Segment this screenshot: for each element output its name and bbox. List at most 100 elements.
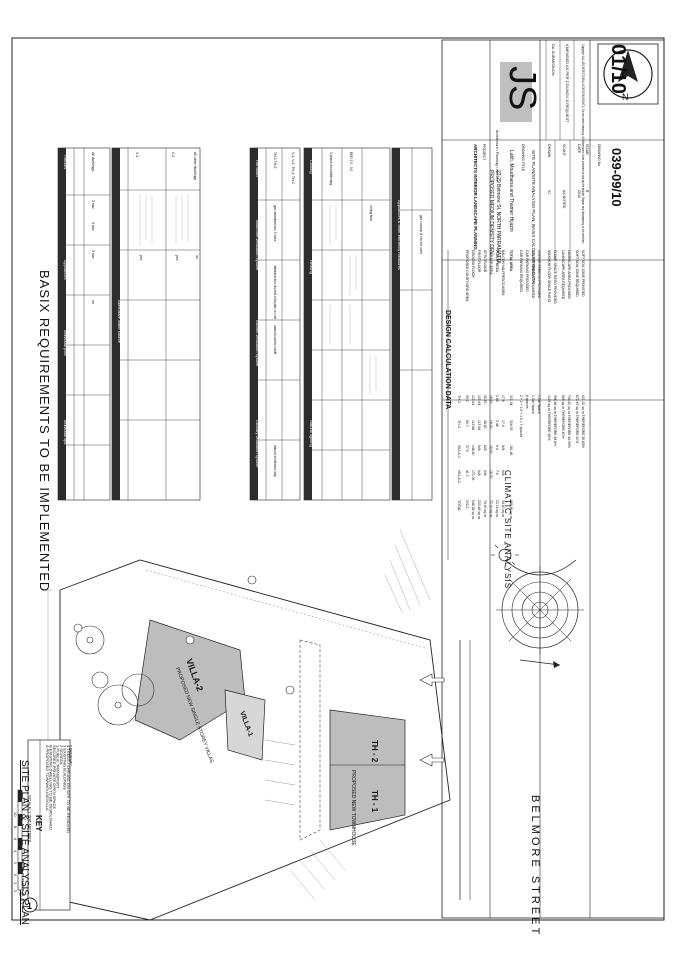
cell-alt-yes-2: yes [175, 255, 179, 261]
scale-tick-1: 1 [13, 882, 18, 885]
ratio-2-label: LANDSCAPE AREA REQUIRED [561, 250, 565, 300]
dd-row-6-v2: N/A [501, 445, 505, 451]
dd-row-2-v4: 233.48 sq.m. [477, 500, 481, 520]
meta-issue-label: ISSUE [585, 144, 589, 155]
dd-row-1-label: GROUND FLOOR [471, 250, 475, 278]
dd-row-3-v1: 38.80 [483, 420, 487, 429]
ratio-4-value: 673.47 sq.m THEREFORE 30% [575, 395, 579, 443]
project-name: PROPOSED MEDIUM DENSITY DEV. [488, 170, 494, 256]
ratio-3-label: LANDSCAPE AREA PROVIDED [567, 250, 571, 300]
cell-shower: 3 star [91, 200, 95, 210]
alt-water-title: Alternative water source [117, 300, 122, 344]
meta-date-value: 2010 [577, 190, 581, 198]
cell-alt-yes-1: yes [139, 255, 143, 261]
cell-pool: no [91, 300, 95, 304]
drawing-title-label: DRAWING TITLE [521, 144, 525, 172]
kitchen-vent-title: Kitchen ventilation system [255, 320, 260, 367]
row-v1: V-1 [135, 152, 139, 157]
key-item-7: 5 DRIVEWAY [69, 745, 73, 766]
dd-row-5-v3: 7.6 [495, 470, 499, 475]
pool-title: Individual pool [63, 330, 68, 356]
col-th1: TH-1 [457, 395, 461, 403]
dd-row-3-label: ATTIC FLOOR [483, 250, 487, 273]
meta-scale-label: SCALE [562, 144, 566, 156]
pk-0-label: CAR PARKING REQUIRED [519, 250, 523, 292]
firm-small: Architecture • Planning • Interiors [495, 130, 499, 182]
ratio-1-value: 998.86 sq.m THEREFORE 44.8% [553, 395, 557, 446]
firm-name: ARCHITECTS INTERIOR LANDSCAPE PLANNING [473, 144, 478, 250]
dd-row-4-v0: 18.00 [489, 395, 493, 404]
key-item-2: SECURED PRIVATE OPEN SPACE [52, 745, 57, 809]
dd-row-7-label: TOTAL AREA [509, 250, 513, 272]
cell-eer: EER 2.5 - 3.0 [349, 152, 353, 171]
spa-title: Individual spa [63, 420, 68, 445]
client-name: Latifi, Moudhana and Thamer Hijazin [508, 150, 514, 232]
dd-row-6-v0: 17.4 [501, 395, 505, 402]
ratio-0-value: 1025 sq.m THEREFORE 46% [547, 395, 551, 440]
project-label: PROJECT [482, 144, 486, 161]
key-item-0: A PROPOSED TOWNHOUSE/VILLA [45, 745, 50, 811]
key-title: KEY [34, 815, 43, 832]
cell-cooktop: gas cooktop & electric oven [419, 215, 423, 254]
dd-row-4-v3: 18.00 [489, 470, 493, 479]
logo-letters: JS [501, 66, 543, 110]
dd-row-0-v3: 41.7 [465, 470, 469, 477]
dd-row-3-v2: N/A [483, 445, 487, 451]
bathroom-fan-title: Bathroom ventilation system [255, 220, 260, 271]
basix-tables: Fixtures Appliances Individual pool Indi… [57, 147, 433, 501]
sheet-number: 01/10 [607, 44, 629, 94]
cell-alt-no: no [195, 255, 199, 259]
dd-row-0-v2: 37.6 [465, 445, 469, 452]
revision-b: AMENDED AS PER COUNCIL'S REQUEST [565, 44, 570, 123]
firm-logo: JS Architecture • Planning • Interiors [495, 62, 543, 182]
key-item-5: 3 EXISTING BUILDINGS [63, 745, 68, 790]
cell-switch: manual switch on/off [273, 325, 277, 354]
plan-title: SITE PLAN & SITE ANALYSIS PLAN [19, 760, 30, 925]
dd-row-6-v3: N/A [501, 470, 505, 476]
drawing-title: SITE PLAN/SITE ANALYSIS PLAN, BASIX CALC… [531, 150, 536, 284]
dd-row-4-label: GARAGE AREA [489, 250, 493, 275]
dd-row-7-v4: 998.86 sq.m. [509, 500, 513, 520]
dd-row-0-v0: 59.2 [465, 395, 469, 402]
pk-1-value: 8 spaces [525, 395, 529, 409]
dd-row-6-label: BALCONY/ALFRESCO AREA [501, 250, 505, 296]
ratio-5-value: 621.31 sq.m THEREFORE 36.85% [581, 395, 585, 448]
scale-tick-2: 0 [13, 874, 18, 877]
dd-row-6-v4: 34.80 sq.m. [501, 500, 505, 518]
scale-tick-0: 2 [13, 890, 18, 893]
col-th2: TH-2 [457, 420, 461, 428]
meta-drawn-label: DRAWN [547, 144, 551, 158]
dd-row-5-v2: 9.4 [495, 445, 499, 450]
ratio-0-label: MAXIMUM FLOOR SPACE RATIO [547, 250, 551, 303]
pk-2-value: 1 Car Space [531, 395, 535, 414]
dd-row-6-v1: 17.4 [501, 420, 505, 427]
dd-row-4-v4: 72.00 sq.m. [489, 500, 493, 518]
cooling-title: Cooling [309, 160, 314, 174]
heating-title: Heating [309, 260, 314, 274]
scale-tick-4: 4 [13, 850, 18, 853]
dd-row-4-v1: 18.00 [489, 420, 493, 429]
svg-text:N: N [622, 92, 629, 102]
plan-title-block: 1 SITE PLAN & SITE ANALYSIS PLAN SCALE 1… [13, 760, 38, 925]
row-all-units: V-1, V-2, TH-1, TH-2 [291, 152, 295, 184]
dd-row-5-v4: 23.16 sq.m. [495, 500, 499, 518]
entry-arrow-icons [419, 673, 445, 767]
scale-tick-6: 8 [13, 826, 18, 829]
dd-row-0-label: PROPOSED COURTYARD AREA [465, 250, 469, 302]
ratio-3-value: 743.60 sq.m THEREFORE 43.99% [567, 395, 571, 448]
title-block: N Copyright ALL ARCHITECTURAL & DESIGN R… [441, 39, 665, 919]
dd-row-1-v4: 548.38 sq.m. [471, 500, 475, 520]
dd-row-1-v2: 148.80 [471, 445, 475, 455]
row-th: TH-1 TH-2 [273, 152, 277, 169]
meta-drawn-value: SJ [547, 190, 551, 194]
ratio-4-label: SOFT SOIL ZONE REQUIRED [575, 250, 579, 297]
cell-natural-vent: natural ventilation only [273, 445, 277, 477]
meta-scale-value: AS NOTED [562, 190, 566, 209]
fixtures-title: Fixtures [63, 155, 68, 169]
dd-row-0-v1: 65.7 [465, 420, 469, 427]
revision-table: DA SUBMISSION AMENDED AS PER COUNCIL'S R… [545, 40, 575, 140]
project-address: 27-29 Belmore St, NORTH PARRAMATTA [495, 170, 501, 264]
tree-icons [75, 625, 155, 726]
